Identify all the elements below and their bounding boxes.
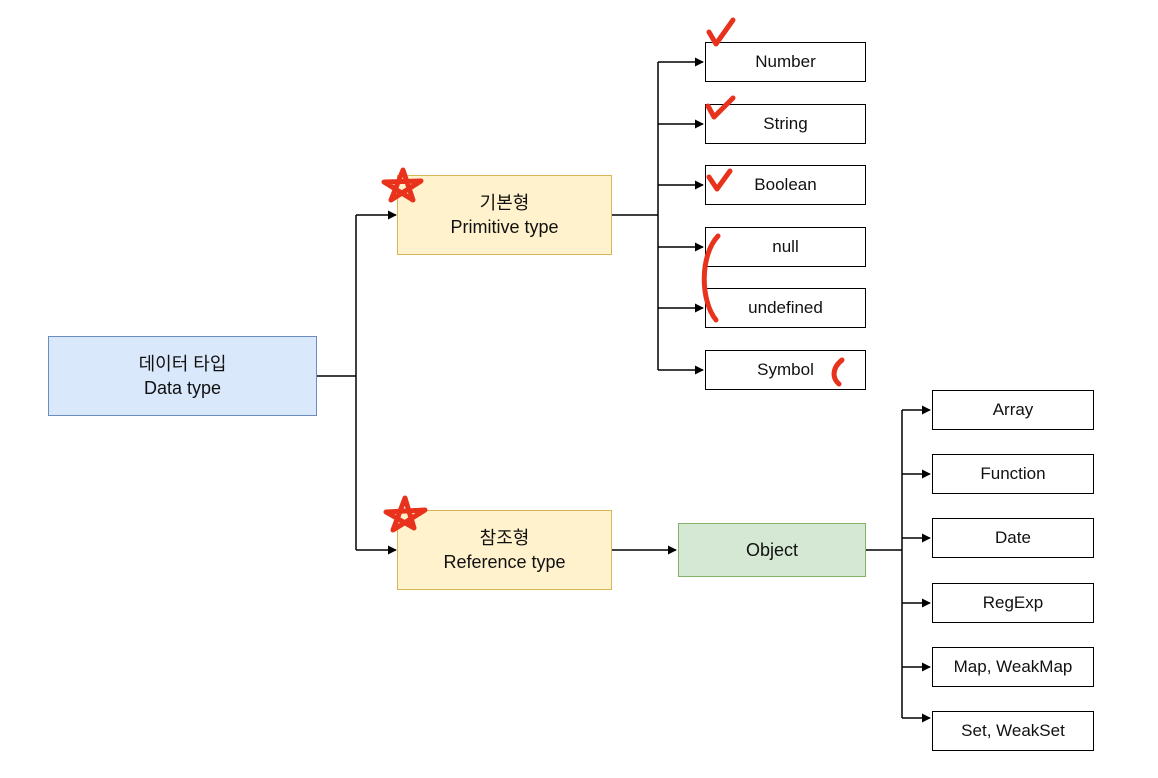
node-regexp-label: RegExp — [982, 593, 1044, 612]
node-reference-korean: 참조형 — [479, 528, 530, 548]
node-number: Number — [705, 42, 866, 82]
node-regexp: RegExp — [932, 583, 1094, 623]
node-boolean-label: Boolean — [754, 175, 817, 194]
node-set-weakset: Set, WeakSet — [932, 711, 1094, 751]
node-function-label: Function — [980, 464, 1046, 483]
node-data-type: 데이터 타입 Data type — [48, 336, 317, 416]
node-reference-type: 참조형 Reference type — [397, 510, 612, 590]
node-undefined-label: undefined — [748, 298, 823, 317]
node-map-weakmap-label: Map, WeakMap — [953, 657, 1073, 676]
node-string-label: String — [763, 114, 808, 133]
node-map-weakmap: Map, WeakMap — [932, 647, 1094, 687]
node-symbol-label: Symbol — [757, 360, 814, 379]
node-set-weakset-label: Set, WeakSet — [961, 721, 1065, 740]
node-primitive-type: 기본형 Primitive type — [397, 175, 612, 255]
node-data-type-korean: 데이터 타입 — [138, 354, 227, 374]
node-primitive-korean: 기본형 — [479, 193, 530, 213]
node-null-label: null — [772, 237, 799, 256]
node-symbol: Symbol — [705, 350, 866, 390]
node-array-label: Array — [992, 400, 1034, 419]
node-object-label: Object — [745, 540, 799, 560]
node-object: Object — [678, 523, 866, 577]
node-string: String — [705, 104, 866, 144]
node-primitive-english: Primitive type — [450, 217, 559, 237]
node-array: Array — [932, 390, 1094, 430]
node-undefined: undefined — [705, 288, 866, 328]
node-reference-english: Reference type — [443, 552, 566, 572]
node-function: Function — [932, 454, 1094, 494]
node-number-label: Number — [755, 52, 816, 71]
node-date-label: Date — [995, 528, 1031, 547]
node-data-type-english: Data type — [143, 378, 222, 398]
node-null: null — [705, 227, 866, 267]
node-boolean: Boolean — [705, 165, 866, 205]
node-date: Date — [932, 518, 1094, 558]
